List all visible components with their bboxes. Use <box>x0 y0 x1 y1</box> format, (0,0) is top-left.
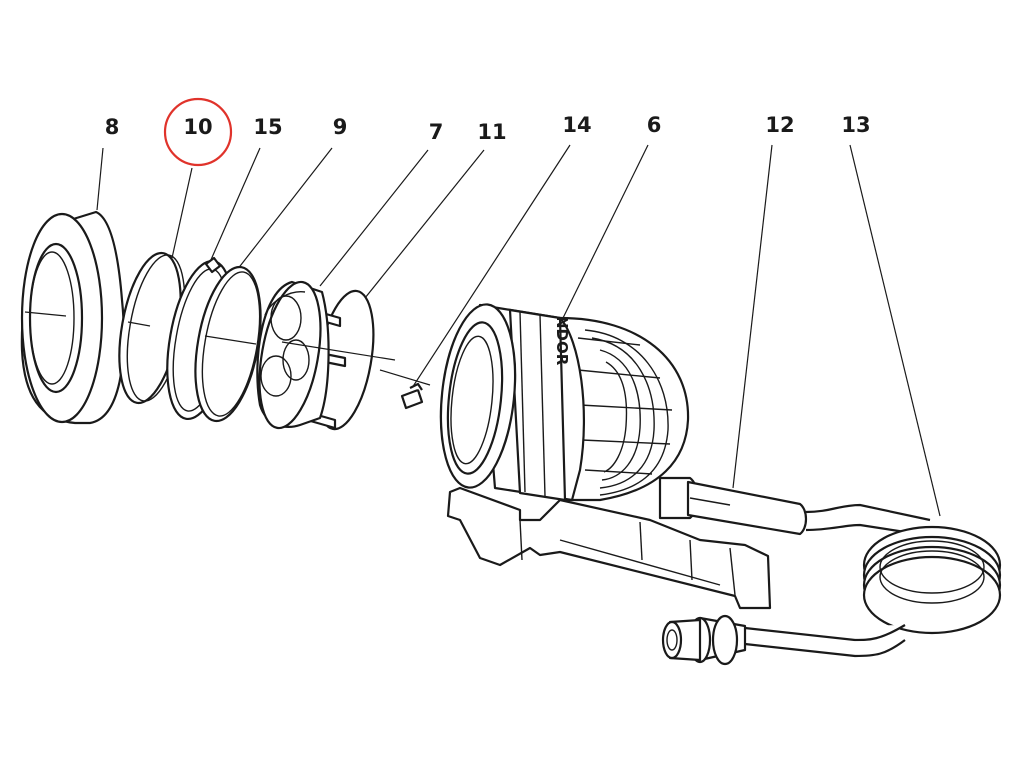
part-14-pin <box>379 369 431 410</box>
leader-8 <box>96 147 104 211</box>
leader-lines <box>96 144 941 517</box>
part-7-impeller <box>256 280 396 431</box>
callout-10: 10 <box>183 115 212 139</box>
leader-11 <box>364 149 485 299</box>
leader-14 <box>411 144 571 389</box>
part-13-cable-coil <box>744 525 1002 658</box>
callout-labels: 8 10 15 9 7 11 14 6 12 13 <box>105 113 871 144</box>
callout-15: 15 <box>253 115 282 139</box>
cable-connector <box>661 614 747 666</box>
pump-fins <box>577 329 673 496</box>
callout-7: 7 <box>429 120 444 144</box>
leader-12 <box>732 144 773 489</box>
leader-9 <box>236 147 333 271</box>
part-6-pump-body: NDOR <box>439 303 808 610</box>
callout-11: 11 <box>477 120 506 144</box>
callout-8: 8 <box>105 115 120 139</box>
leader-6 <box>562 144 649 319</box>
callout-13: 13 <box>841 113 870 137</box>
highlight-circle <box>163 97 233 167</box>
callout-6: 6 <box>647 113 662 137</box>
part-9-o-ring <box>194 265 262 423</box>
leader-13 <box>849 144 941 517</box>
part-8-front-ring <box>20 210 125 425</box>
callout-12: 12 <box>765 113 794 137</box>
leader-15 <box>209 147 261 263</box>
brand-label: NDOR <box>553 316 571 366</box>
callout-9: 9 <box>333 115 348 139</box>
leader-7 <box>319 149 429 287</box>
leader-10 <box>171 167 193 259</box>
callout-14: 14 <box>562 113 591 137</box>
